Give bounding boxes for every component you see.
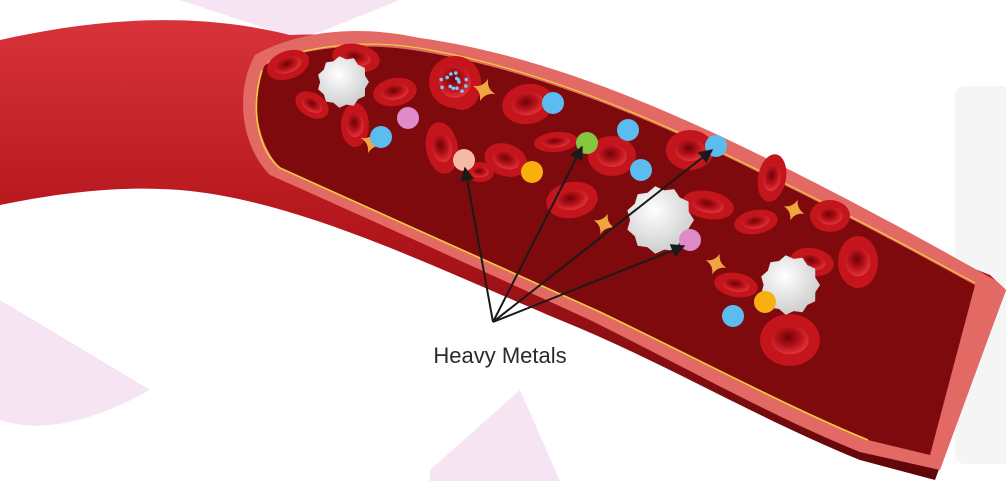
- red-blood-cell: [810, 200, 850, 232]
- heavy-metal-particle: [722, 305, 744, 327]
- heavy-metal-particle: [453, 149, 475, 171]
- background-band-bottom: [430, 390, 560, 481]
- red-blood-cell: [838, 236, 878, 288]
- heavy-metals-label: Heavy Metals: [400, 343, 600, 369]
- heavy-metal-particle: [542, 92, 564, 114]
- heavy-metal-particle: [397, 107, 419, 129]
- red-blood-cell: [760, 314, 820, 366]
- heavy-metal-particle: [521, 161, 543, 183]
- heavy-metal-particle: [370, 126, 392, 148]
- heavy-metal-particle: [630, 159, 652, 181]
- background-band-left: [0, 300, 150, 426]
- speckled-red-blood-cell: [429, 56, 481, 108]
- heavy-metal-particle: [754, 291, 776, 313]
- heavy-metal-particle: [617, 119, 639, 141]
